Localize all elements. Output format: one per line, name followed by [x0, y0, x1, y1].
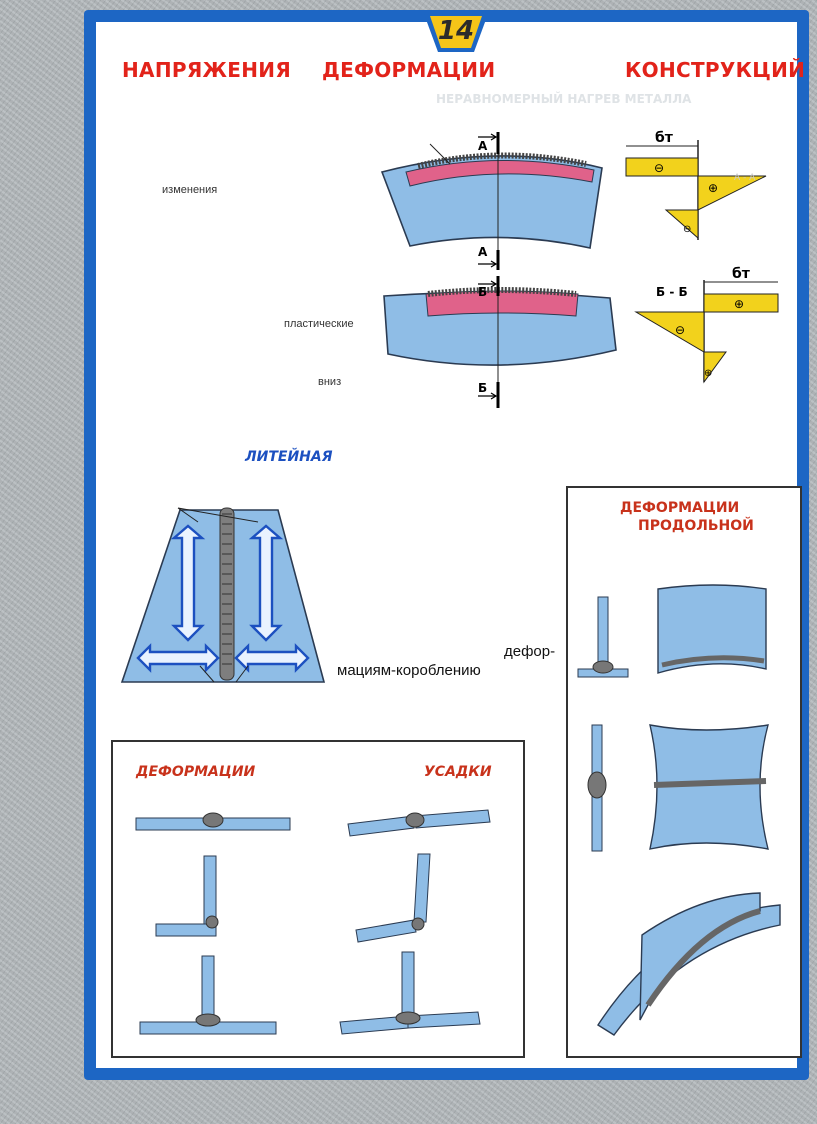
title-word-3: КОНСТРУКЦИЙ — [625, 58, 806, 82]
page-number: 14 — [437, 16, 475, 46]
long-title-1: ДЕФОРМАЦИИ — [620, 500, 740, 516]
plus-aa: ⊕ — [708, 181, 718, 195]
page-number-badge — [424, 14, 488, 52]
heat-zone-upper — [405, 160, 595, 187]
title-word-2: ДЕФОРМАЦИИ — [322, 58, 496, 82]
section-liteinaya: ЛИТЕЙНАЯ — [245, 449, 333, 465]
section-b-top: Б — [478, 285, 487, 299]
long-title-2: ПРОДОЛЬНОЙ — [638, 518, 754, 534]
shrinkage-drawings — [135, 809, 491, 1035]
bending-diagram: А А Б Б бт ⊖ ⊕ ⊖ А - А бт ⊕ ⊖ ⊕ Б - Б — [380, 130, 779, 408]
sigma-t-bb: бт — [732, 266, 751, 282]
shrink-title-left: ДЕФОРМАЦИИ — [136, 764, 256, 780]
plus-bb: ⊕ — [734, 297, 744, 311]
section-a-top: А — [478, 139, 488, 153]
shrink-title-right: УСАДКИ — [424, 764, 492, 780]
label-plasticheskie: пластические — [284, 318, 354, 330]
weld-bead-lower — [427, 287, 577, 297]
stress-graph-bb: бт ⊕ ⊖ ⊕ — [634, 266, 779, 384]
label-izmeneniya: изменения — [162, 184, 218, 196]
aa-label: А - А — [734, 173, 756, 183]
section-b-bottom: Б — [478, 381, 487, 395]
title-word-1: НАПРЯЖЕНИЯ — [122, 58, 292, 82]
label-vniz: вниз — [318, 376, 342, 388]
faint-subtitle: НЕРАВНОМЕРНЫЙ НАГРЕВ МЕТАЛЛА — [436, 92, 692, 106]
minus-aa: ⊖ — [654, 161, 664, 175]
shrinkage-deformation-box — [111, 740, 525, 1058]
bb-label: Б - Б — [656, 285, 688, 299]
minus-bb: ⊖ — [675, 323, 685, 337]
sigma-t-aa: бт — [655, 130, 674, 146]
plus-bb-2: ⊕ — [704, 368, 712, 379]
section-a-bottom: А — [478, 245, 488, 259]
minus-aa-2: ⊖ — [683, 224, 691, 235]
casting-plate-diagram — [120, 507, 326, 683]
longitudinal-deformation-drawings — [577, 584, 781, 1036]
label-defor: дефор- — [504, 643, 556, 660]
stress-graph-aa: бт ⊖ ⊕ ⊖ — [625, 130, 767, 240]
label-korobleniyu: мациям-короблению — [337, 662, 481, 679]
weld-bead-upper — [417, 152, 587, 169]
